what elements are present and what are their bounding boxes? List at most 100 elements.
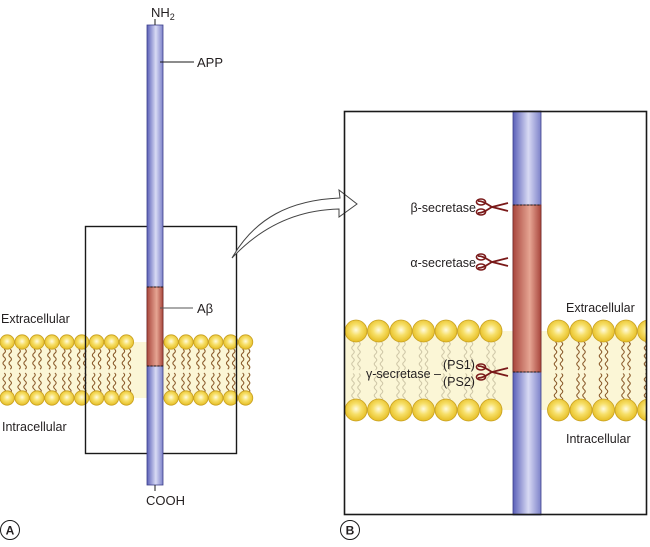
lipid-head <box>412 398 435 422</box>
lipid-head <box>569 319 593 343</box>
lipid-head <box>434 319 458 343</box>
intracellular-label-a: Intracellular <box>2 420 67 434</box>
scissor-handle <box>475 373 487 381</box>
abeta-segment <box>146 286 164 367</box>
lipid-tail <box>576 341 580 371</box>
lipid-tail <box>23 348 27 370</box>
lipid-head <box>637 398 646 422</box>
panel-a-badge <box>0 520 20 540</box>
lipid-head <box>0 334 15 350</box>
lipid-tail <box>127 372 132 394</box>
lipid-head <box>238 334 254 350</box>
lipid-tail <box>373 373 378 402</box>
lipid-head <box>547 398 570 422</box>
lipid-head <box>614 398 638 422</box>
extracellular-label-b: Extracellular <box>566 301 635 315</box>
scissor-blade <box>477 261 509 269</box>
scissor-handle <box>475 253 487 261</box>
lipid-head <box>44 334 60 350</box>
lipid-tail <box>76 348 81 370</box>
lipid-head <box>103 390 120 406</box>
scissor-blade <box>477 206 509 214</box>
scissor-handle <box>475 208 487 216</box>
lipid-tail <box>97 372 102 394</box>
lipid-tail <box>424 373 429 402</box>
lipid-tail <box>121 372 126 394</box>
lipid-tail <box>76 372 81 394</box>
lipid-tail <box>32 348 36 370</box>
lipid-tail <box>106 348 111 370</box>
ps1-label: (PS1) <box>443 358 475 372</box>
lipid-tail <box>211 372 215 394</box>
lipid-tail <box>240 372 245 394</box>
lipid-head <box>59 334 75 350</box>
lipid-head <box>592 398 615 422</box>
beta-secretase-label: β-secretase <box>410 201 476 215</box>
lipid-tail <box>202 372 206 394</box>
lipid-tail <box>217 348 221 370</box>
lipid-tail <box>53 372 57 394</box>
lipid-tail <box>202 348 206 370</box>
membrane-bilayer-b <box>345 319 646 422</box>
membrane-bilayer-a <box>0 334 254 406</box>
lipid-tail <box>553 341 558 371</box>
lipid-head <box>0 390 15 406</box>
lipid-tail <box>91 372 96 394</box>
lipid-tail <box>47 348 51 370</box>
lipid-head <box>178 334 194 350</box>
lipid-head <box>223 334 239 350</box>
lipid-tail <box>379 373 384 402</box>
lipid-tail <box>441 373 445 402</box>
abeta-segment-zoomed <box>512 204 542 373</box>
lipid-tail <box>396 341 400 371</box>
lipid-head <box>637 319 646 343</box>
alpha-secretase-label: α-secretase <box>410 256 476 270</box>
lipid-head <box>457 319 480 343</box>
scissor-blade <box>477 200 509 208</box>
lipid-tail <box>217 372 221 394</box>
lipid-head <box>29 334 45 350</box>
lipid-head <box>118 334 135 350</box>
lipid-tail <box>486 373 490 402</box>
lipid-head <box>367 398 390 422</box>
lipid-tail <box>627 341 631 371</box>
lipid-tail <box>402 341 406 371</box>
scissor-handle <box>475 263 487 271</box>
lipid-tail <box>225 372 230 394</box>
lipid-tail <box>225 348 230 370</box>
lipid-head <box>74 390 90 406</box>
gamma-secretase-scissors-icon <box>475 363 509 381</box>
lipid-head <box>479 398 503 422</box>
lipid-head <box>592 319 615 343</box>
lipid-tail <box>396 373 400 402</box>
scissor-blade <box>477 255 509 263</box>
ps2-label: (PS2) <box>443 375 475 389</box>
app-protein-bar <box>146 24 164 486</box>
lipid-tail <box>463 373 468 402</box>
panel-b: β-secretase α-secretase γ-secretase – (P… <box>340 110 648 540</box>
lipid-tail <box>112 372 117 394</box>
lipid-head <box>457 398 480 422</box>
lipid-tail <box>53 348 57 370</box>
lipid-head <box>223 390 239 406</box>
lipid-tail <box>469 373 474 402</box>
lipid-tail <box>643 373 646 402</box>
lipid-head <box>89 334 105 350</box>
lipid-tail <box>8 348 12 370</box>
lipid-tail <box>187 372 191 394</box>
lipid-tail <box>68 372 72 394</box>
lipid-tail <box>23 372 27 394</box>
lipid-head <box>389 398 413 422</box>
lipid-tail <box>469 341 474 371</box>
lipid-tail <box>231 348 236 370</box>
lipid-tail <box>379 341 384 371</box>
lipid-head <box>118 390 135 406</box>
lipid-tail <box>447 341 451 371</box>
lipid-tail <box>402 373 406 402</box>
panel-b-badge <box>340 520 360 540</box>
lipid-tail <box>553 373 558 402</box>
beta-secretase-scissors-icon <box>475 198 509 216</box>
n-terminus-label: NH2 <box>151 5 175 22</box>
lipid-head <box>29 390 45 406</box>
